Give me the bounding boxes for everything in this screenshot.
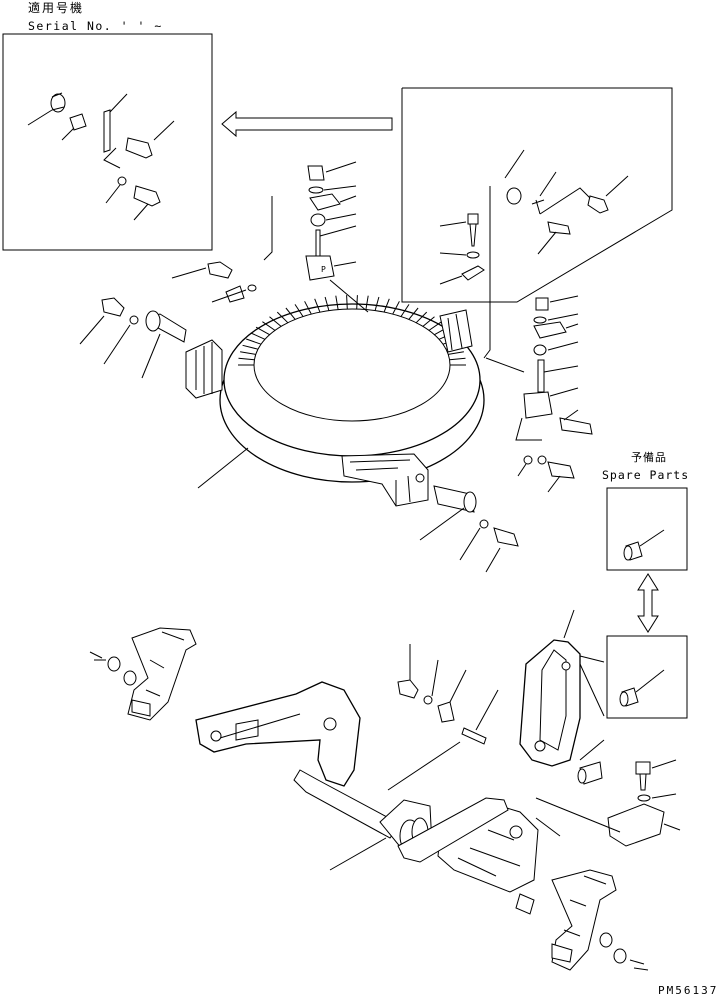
gear-tooth — [346, 295, 348, 310]
detail-box-top-right — [221, 87, 673, 359]
gear-tooth — [428, 321, 442, 331]
gear-tooth — [365, 295, 369, 310]
spare-parts-label-jp: 予備品 — [631, 451, 667, 464]
gear-tooth — [246, 338, 262, 345]
gear-tooth — [356, 295, 358, 310]
serial-number-label: Serial No. ' ' ~ — [28, 19, 163, 33]
gear-tooth — [238, 357, 255, 361]
gear-tooth — [449, 357, 466, 361]
drawing-number: PM56137 — [658, 984, 718, 997]
slewing-ring-assembly — [185, 295, 485, 507]
spare-part-box-upper — [606, 487, 688, 571]
gear-tooth — [415, 311, 428, 324]
gear-tooth — [294, 304, 304, 317]
applicable-models-label: 適用号機 — [28, 0, 84, 15]
arrow-left-icon — [221, 110, 393, 138]
detail-box-top-left — [2, 33, 213, 251]
gear-tooth — [408, 307, 419, 320]
gear-tooth — [422, 316, 435, 327]
spare-part-box-lower — [606, 635, 688, 719]
gear-tooth — [335, 295, 339, 310]
gear-tooth — [242, 344, 259, 350]
lower-arm-assembly — [89, 609, 681, 971]
gear-tooth — [276, 311, 289, 324]
gear-tooth — [383, 298, 390, 313]
gear-tooth — [324, 296, 330, 311]
gear-tooth — [240, 351, 256, 355]
ring-mount-hardware: P — [79, 161, 593, 573]
gear-tooth — [269, 316, 282, 327]
gear-tooth — [400, 304, 410, 317]
gear-tooth — [255, 326, 270, 336]
gear-tooth — [374, 296, 380, 311]
gear-tooth — [250, 332, 266, 340]
gear-tooth — [314, 298, 321, 313]
double-arrow-icon — [637, 573, 659, 633]
svg-text:P: P — [321, 265, 326, 274]
gear-tooth — [262, 321, 276, 331]
gear-tooth — [304, 301, 312, 315]
gear-tooth — [448, 351, 464, 355]
gear-tooth — [285, 307, 296, 320]
spare-parts-label-en: Spare Parts — [602, 468, 689, 482]
gear-tooth — [392, 301, 400, 315]
